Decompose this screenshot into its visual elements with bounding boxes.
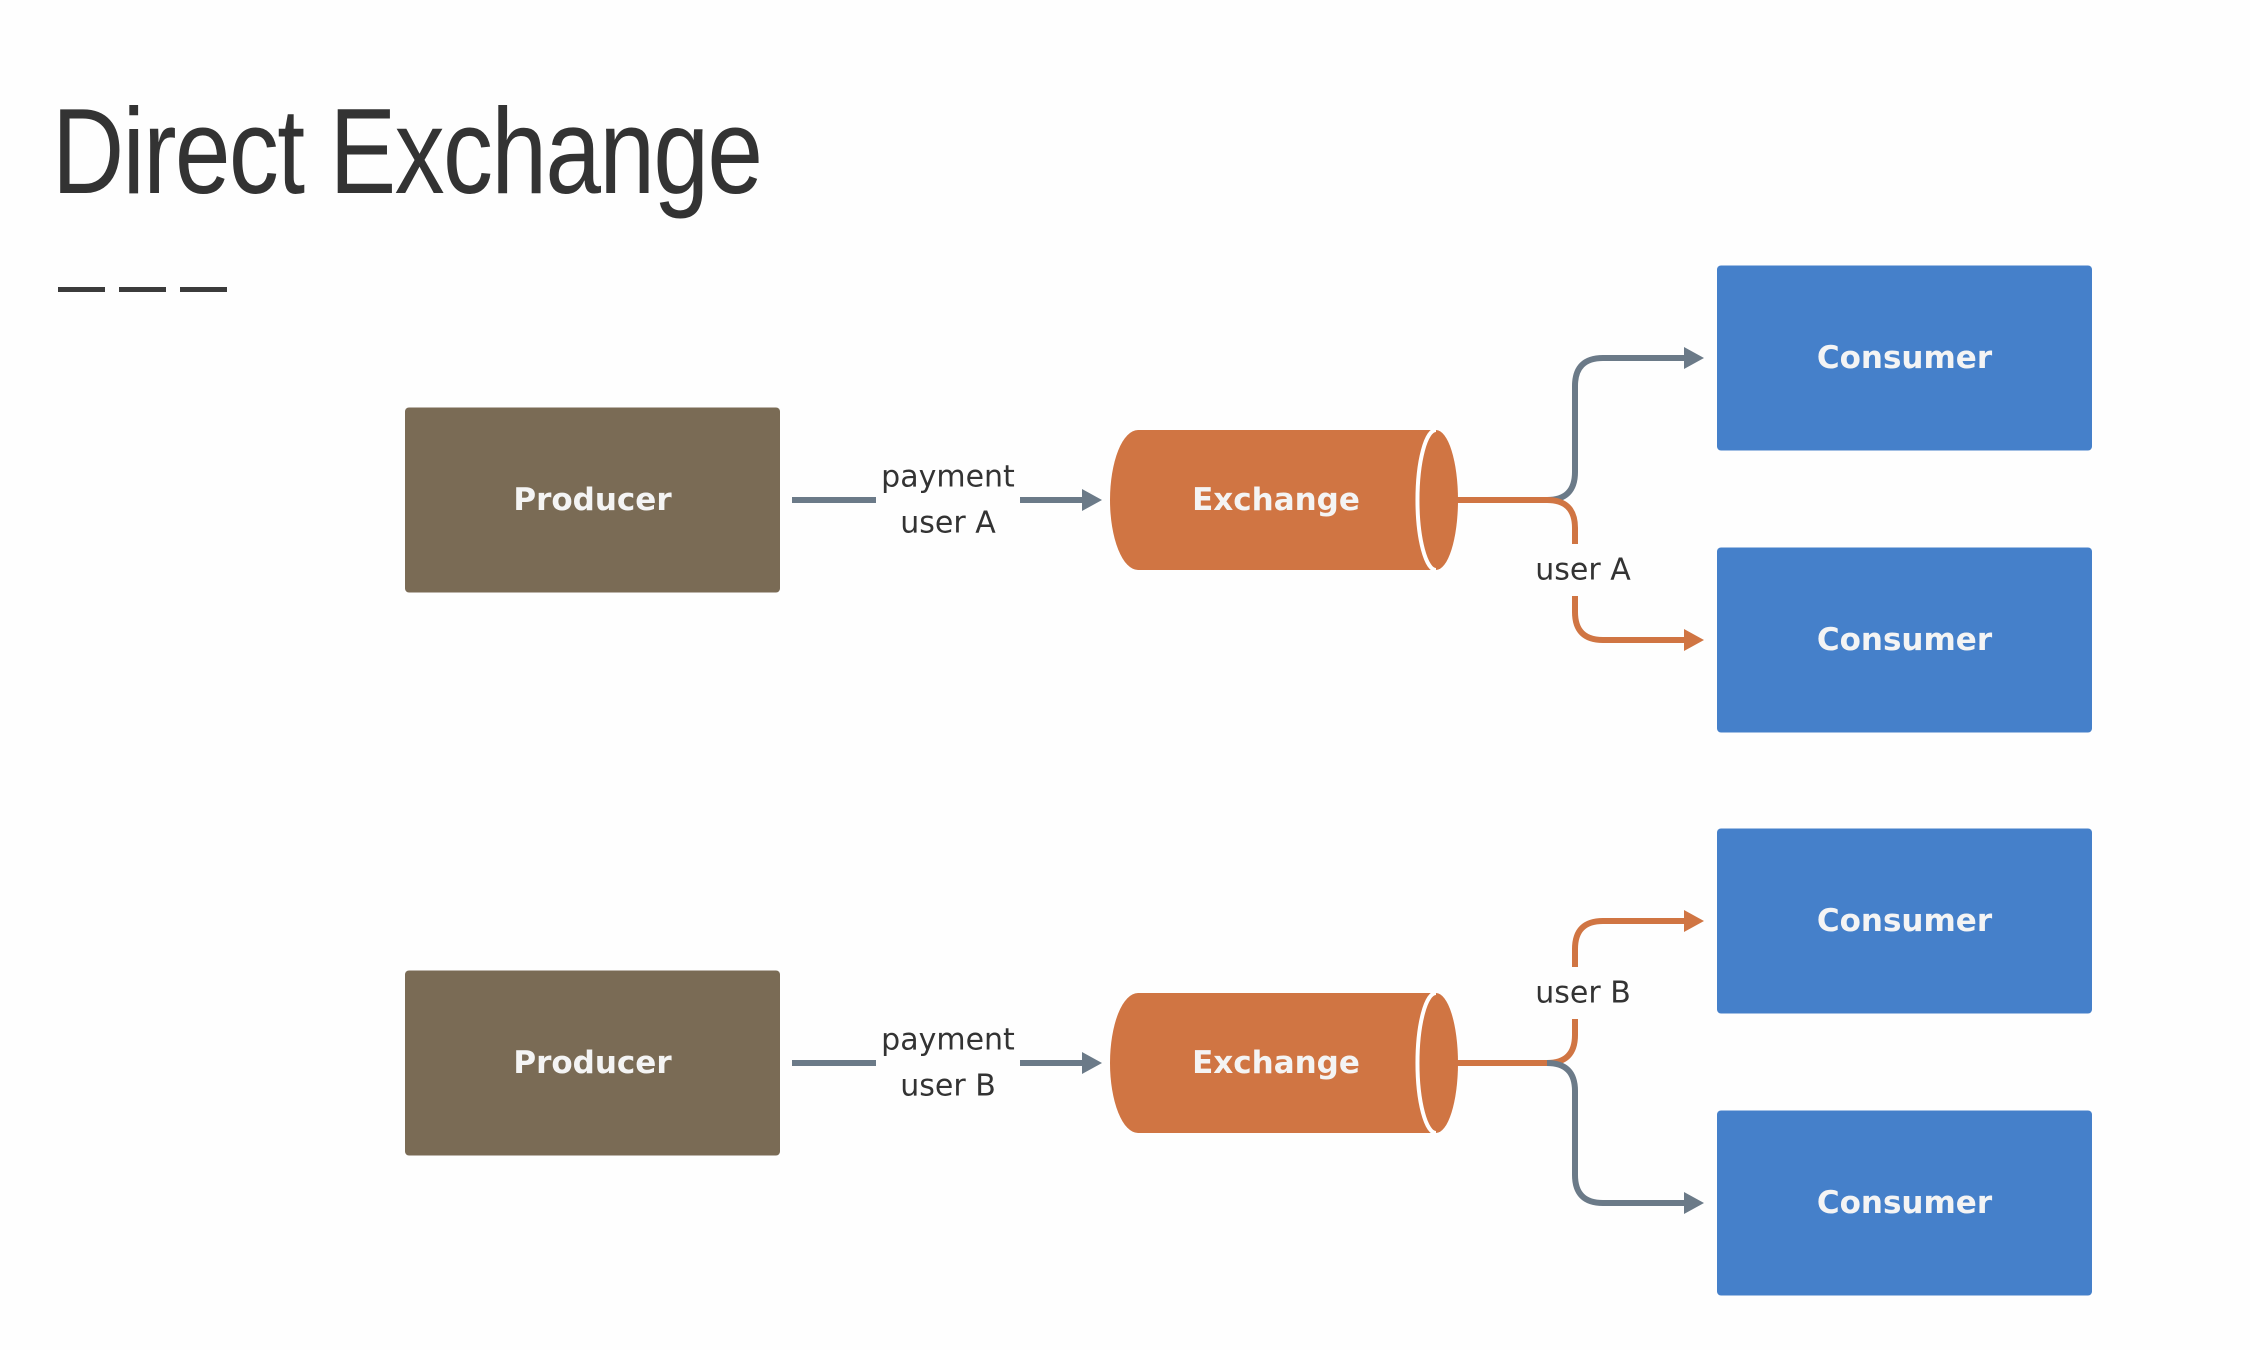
producer-box <box>405 407 780 593</box>
consumer-label: Consumer <box>1817 622 1993 658</box>
producer-box <box>405 970 780 1156</box>
message-arrowhead <box>1082 1052 1102 1074</box>
exchange-cylinder <box>1110 430 1458 570</box>
routing-branch-to-consumer <box>1572 918 1688 967</box>
consumer-box <box>1717 1110 2092 1296</box>
routing-branch <box>1546 355 1688 503</box>
consumer-box <box>1717 828 2092 1014</box>
routing-branch-to-consumer <box>1572 596 1688 643</box>
rule-dash <box>58 287 105 292</box>
routing-arrowhead <box>1684 1192 1704 1214</box>
routing-branch-to-exchange <box>1546 497 1578 544</box>
routing-branch <box>1546 1060 1688 1206</box>
exchange-cylinder-rim <box>1415 428 1437 572</box>
rule-dash <box>119 287 166 292</box>
routing-arrowhead <box>1684 910 1704 932</box>
consumer-label: Consumer <box>1817 903 1993 939</box>
message-label-line-1: payment <box>881 1023 1015 1058</box>
producer-label: Producer <box>513 482 672 518</box>
message-label-line-2: user B <box>900 1069 996 1104</box>
rule-dash <box>180 287 227 292</box>
producer-label: Producer <box>513 1045 672 1081</box>
message-label-line-1: payment <box>881 460 1015 495</box>
routing-key-label: user A <box>1535 553 1631 588</box>
routing-arrowhead <box>1684 629 1704 651</box>
message-arrowhead <box>1082 489 1102 511</box>
consumer-label: Consumer <box>1817 340 1993 376</box>
consumer-box <box>1717 547 2092 733</box>
slide-title: Direct Exchange <box>52 83 763 219</box>
exchange-label: Exchange <box>1192 482 1360 518</box>
consumer-box <box>1717 265 2092 451</box>
title-dashed-rule <box>58 287 241 305</box>
exchange-cylinder <box>1110 993 1458 1133</box>
routing-arrowhead <box>1684 347 1704 369</box>
message-label-line-2: user A <box>900 506 996 541</box>
consumer-label: Consumer <box>1817 1185 1993 1221</box>
exchange-label: Exchange <box>1192 1045 1360 1081</box>
routing-key-label: user B <box>1535 976 1631 1011</box>
exchange-cylinder-rim <box>1415 991 1437 1135</box>
routing-branch-to-exchange <box>1546 1019 1578 1066</box>
